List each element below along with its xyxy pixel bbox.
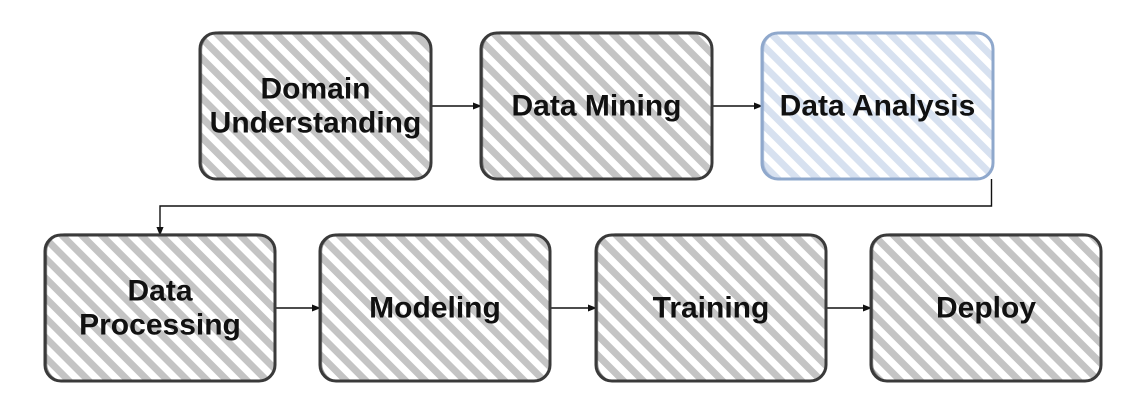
node-label: Data Mining [512,90,682,123]
node-fill [871,235,1101,381]
node-data-mining: Data Mining [479,31,714,181]
node-label: Data Analysis [780,90,976,123]
node-label: Understanding [210,107,422,140]
node-fill [762,33,993,179]
node-fill [320,235,550,381]
node-label: Modeling [369,292,501,325]
arrow-data-analysis-to-data-processing [156,179,993,236]
node-fill [45,235,275,381]
node-modeling: Modeling [318,233,552,383]
node-fill [481,33,712,179]
node-border-sketch [596,233,827,383]
node-border-sketch [871,233,1102,383]
node-data-analysis: Data Analysis [760,31,995,181]
node-label: Domain [260,73,370,106]
node-border-sketch [200,31,432,181]
node-deploy: Deploy [869,233,1103,383]
node-label: Data [127,275,192,308]
connector-layer [156,102,993,312]
node-border-sketch [762,31,994,181]
node-label: Processing [79,309,241,342]
node-label: Training [653,292,770,325]
node-border-sketch [320,233,551,383]
node-border-sketch [481,31,713,181]
node-label: Deploy [936,292,1036,325]
node-border-sketch [45,233,276,383]
node-fill [200,33,431,179]
node-training: Training [594,233,828,383]
node-fill [596,235,826,381]
